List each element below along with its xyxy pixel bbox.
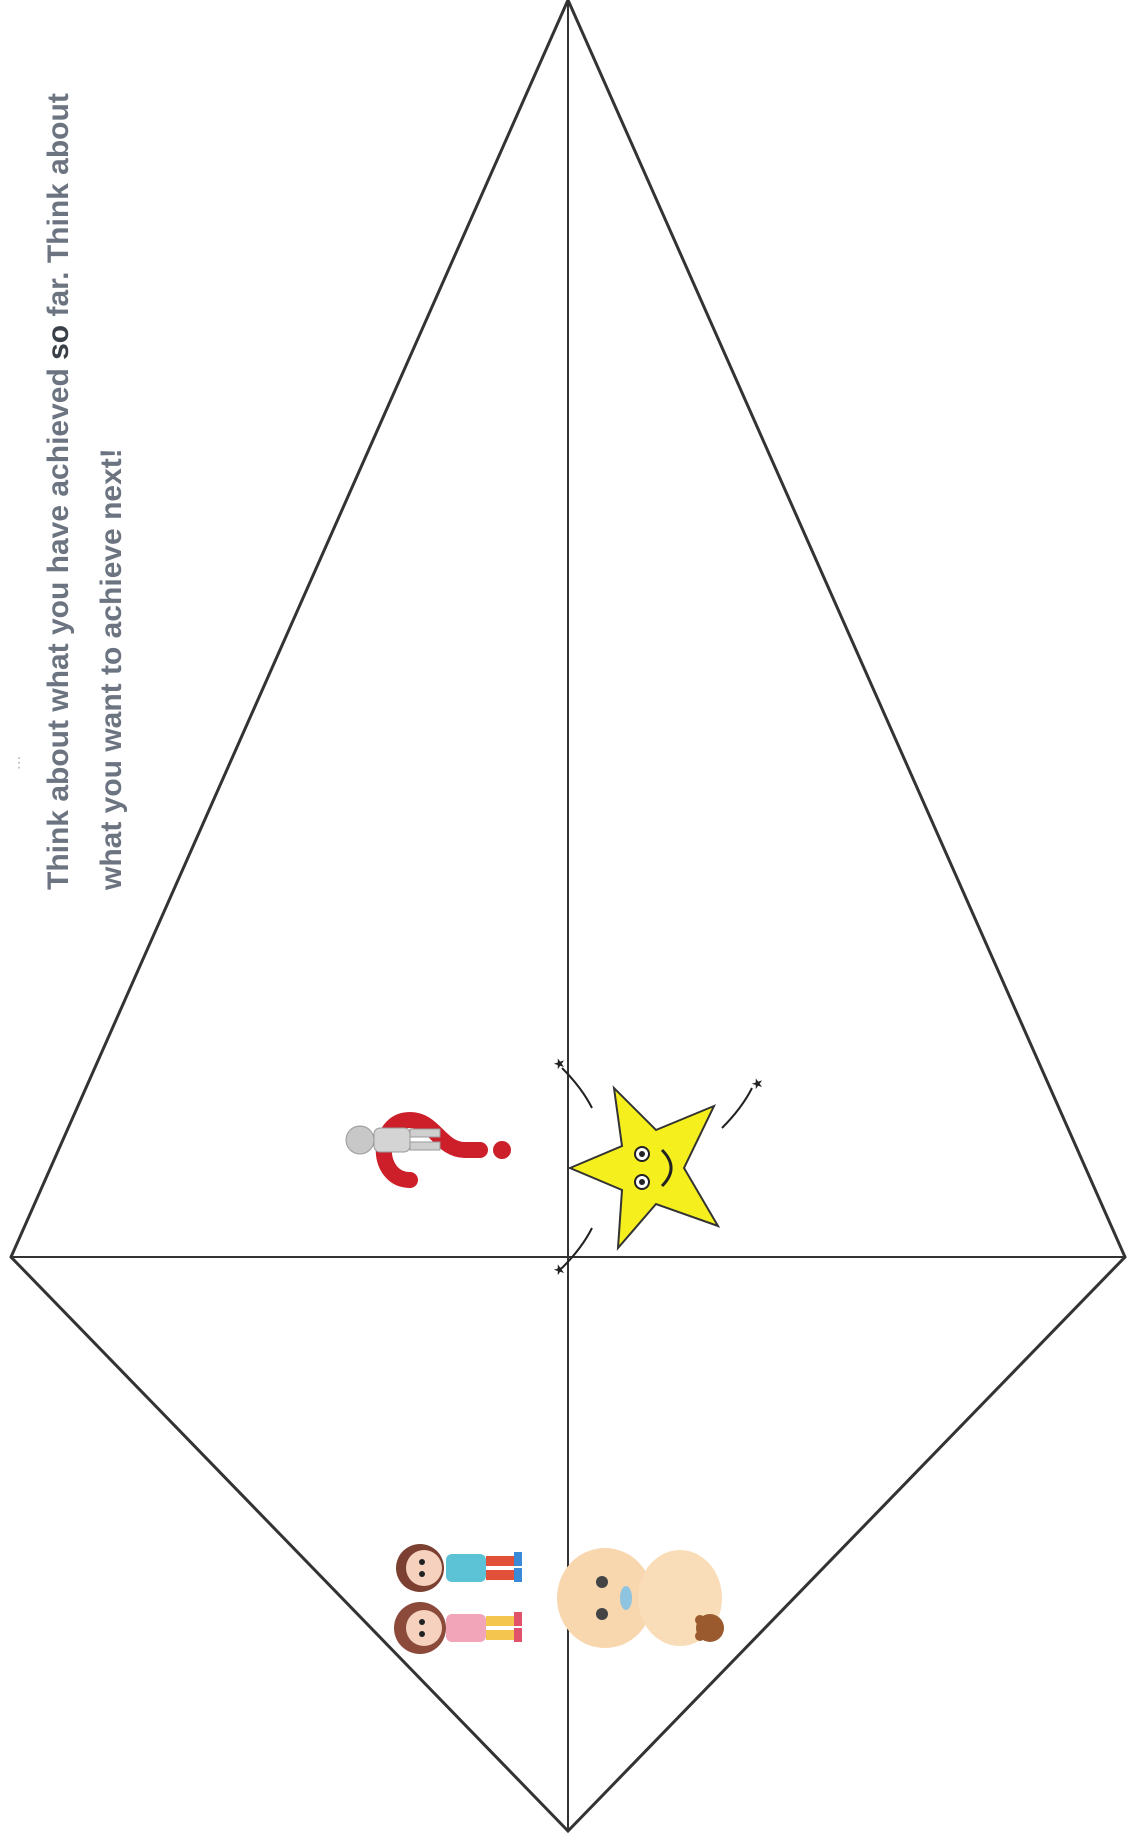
faint-header-line: ...	[5, 756, 25, 770]
instruction-line-1-part-b: far. Think about	[42, 93, 75, 325]
instruction-line-1-bold: so	[42, 325, 75, 360]
instruction-line-1: Think about what you have achieved so fa…	[42, 93, 76, 890]
svg-text:★: ★	[551, 1263, 567, 1276]
svg-text:★: ★	[551, 1057, 567, 1070]
svg-text:★: ★	[749, 1077, 765, 1090]
instruction-line-1-part-a: Think about what you have achieved	[42, 360, 75, 890]
instruction-line-2: what you want to achieve next!	[95, 448, 129, 890]
